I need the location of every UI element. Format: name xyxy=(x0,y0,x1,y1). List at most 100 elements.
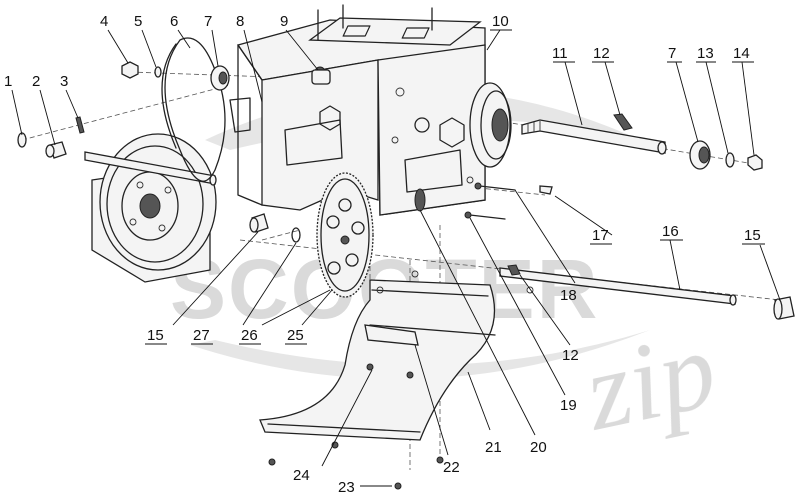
callout-6: 6 xyxy=(170,13,178,30)
key-pin-lower xyxy=(507,264,521,276)
leader-15a xyxy=(172,231,259,326)
leader-6 xyxy=(177,29,191,49)
screw-5 xyxy=(394,482,402,490)
housing-left-flange xyxy=(237,44,263,206)
key-pin-upper-body xyxy=(613,113,633,131)
left-pulley-bolt-2 xyxy=(164,186,172,194)
bushing-15-left xyxy=(249,213,269,233)
callout-20: 20 xyxy=(530,439,547,456)
bearing-right xyxy=(689,140,711,170)
callout-14: 14 xyxy=(733,45,750,62)
leader-9 xyxy=(285,29,319,71)
left-pulley-bolt-4 xyxy=(158,224,166,232)
housing-window-lower xyxy=(284,119,343,166)
left-pulley-rim xyxy=(106,145,204,263)
housing-top-plate xyxy=(308,17,482,46)
callout-15b: 15 xyxy=(744,227,761,244)
skid-plate-fold-3 xyxy=(267,423,421,433)
bearing-left-inner xyxy=(218,71,228,85)
bolt-18-shank xyxy=(479,185,516,191)
nut-top-body xyxy=(121,61,139,79)
callout-underlines-lower-right xyxy=(590,239,765,245)
right-pulley-groove xyxy=(480,90,512,160)
callout-19: 19 xyxy=(560,397,577,414)
large-gear-hub xyxy=(340,235,350,245)
screws-lower xyxy=(268,363,444,490)
skid-plate-fold-2 xyxy=(369,324,496,336)
callout-26: 26 xyxy=(241,327,258,344)
skid-plate-hole-3 xyxy=(376,286,384,294)
housing-top-slot-2 xyxy=(401,27,430,39)
housing-spring-block xyxy=(311,69,331,85)
screw-2 xyxy=(406,371,414,379)
leader-11 xyxy=(564,61,583,126)
lower-shaft-end xyxy=(729,294,737,306)
right-shaft-splines xyxy=(527,121,541,133)
drive-belt-inner xyxy=(161,43,177,149)
skid-plate-fold-1 xyxy=(371,289,489,297)
callout-16: 16 xyxy=(662,223,679,240)
bushing-15-right-face xyxy=(773,298,783,320)
leader-13 xyxy=(705,61,729,154)
gearbox-housing xyxy=(229,4,486,216)
large-gear-hole-4 xyxy=(327,261,341,275)
washer-left-body xyxy=(17,132,27,148)
leader-2 xyxy=(39,89,56,146)
washer-top xyxy=(154,66,162,78)
leader-15b xyxy=(759,244,781,301)
leader-4 xyxy=(107,29,129,64)
callout-18: 18 xyxy=(560,287,577,304)
key-pin-upper xyxy=(613,113,633,131)
housing-bore xyxy=(414,117,430,133)
right-pulley-outer xyxy=(469,82,511,168)
skid-plate-hole-1 xyxy=(411,270,419,278)
large-gear-hole-1 xyxy=(338,198,352,212)
leader-12b xyxy=(519,274,571,346)
leader-16 xyxy=(669,239,681,291)
callout-underlines xyxy=(145,29,765,345)
washer-top-body xyxy=(154,66,162,78)
housing-hole-1 xyxy=(395,87,405,97)
skid-plate-body xyxy=(259,279,496,441)
leader-18 xyxy=(514,189,576,284)
washer-right-body xyxy=(725,152,735,168)
housing-bracket xyxy=(229,97,251,133)
callout-11: 11 xyxy=(552,45,568,62)
large-gear-hole-3 xyxy=(345,253,359,267)
callout-7b: 7 xyxy=(668,45,676,62)
key-left-body xyxy=(75,116,85,134)
callout-10: 10 xyxy=(492,13,509,30)
skid-plate-hole-2 xyxy=(526,286,534,294)
left-pulley-hub xyxy=(139,193,161,219)
washer-27 xyxy=(291,227,301,243)
bushing-15-left-face xyxy=(249,217,259,233)
right-shaft-end xyxy=(657,141,667,155)
bolt-19 xyxy=(464,211,506,220)
bolt-right xyxy=(747,154,763,171)
callout-7a: 7 xyxy=(204,13,212,30)
large-gear xyxy=(316,172,374,298)
leader-12a xyxy=(604,61,621,116)
large-gear-hole-2 xyxy=(351,221,365,235)
pin-17 xyxy=(539,185,553,195)
small-gear-body xyxy=(414,188,426,212)
housing-hole-3 xyxy=(466,176,474,184)
skid-plate-bracket xyxy=(364,324,419,346)
callout-12a: 12 xyxy=(593,45,610,62)
screw-1 xyxy=(366,363,374,371)
callout-17: 17 xyxy=(592,227,609,244)
pin-17-body xyxy=(539,185,553,195)
leader-25 xyxy=(301,289,333,326)
bolt-right-head xyxy=(747,154,763,171)
key-pin-lower-body xyxy=(507,264,521,276)
bearing-right-inner xyxy=(698,146,710,164)
bearing-left xyxy=(210,65,230,91)
leader-5 xyxy=(141,29,157,68)
housing-hole-2 xyxy=(391,136,399,144)
callout-24: 24 xyxy=(293,467,310,484)
housing-top-slot-1 xyxy=(342,25,371,37)
callout-27: 27 xyxy=(193,327,210,344)
leader-20 xyxy=(419,209,536,436)
